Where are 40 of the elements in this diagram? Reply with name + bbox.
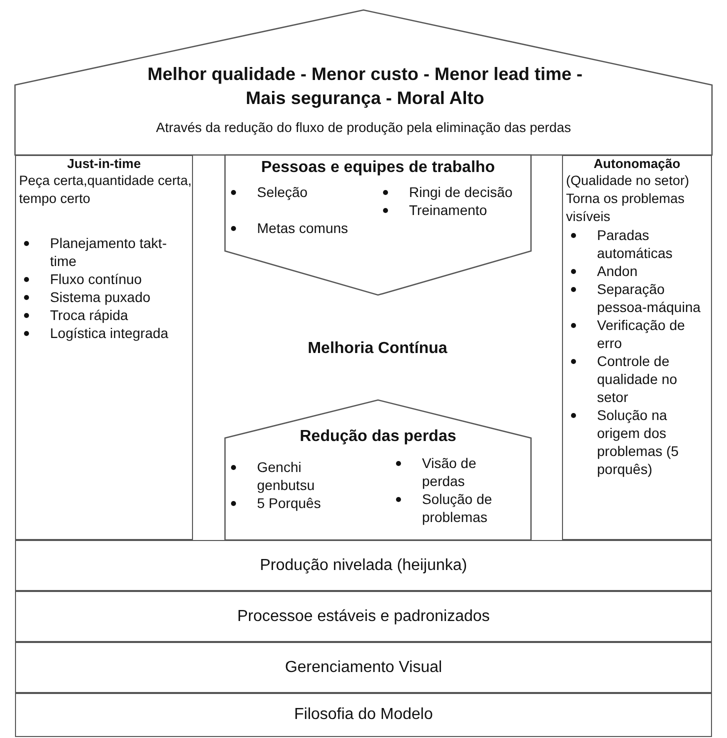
band-text: Processoe estáveis e padronizados [236, 606, 491, 626]
list-item: Troca rápida [18, 306, 192, 324]
foundation-band [15, 591, 712, 642]
pillar-description: Peça certa,quantidade certa, tempo certo [19, 172, 193, 208]
list-item: Metas comuns [225, 219, 375, 237]
list-item: Controle de qualidade no setor [565, 352, 711, 406]
list-item: Fluxo contínuo [18, 270, 192, 288]
list-item: Planejamento takt-time [18, 234, 192, 270]
pillar-panel [15, 155, 193, 540]
foundation-band [15, 540, 712, 591]
list-item: Sistema puxado [18, 288, 192, 306]
foundation-band [15, 642, 712, 693]
house-pentagon [225, 400, 531, 540]
pentagon-panel [225, 155, 531, 295]
list-item: Solução na origem dos problemas (5 porquês) [565, 406, 711, 478]
foundation-band [15, 693, 712, 737]
list-item: Verificação de erro [565, 316, 711, 352]
heading-text: Melhor qualidade - Menor custo - Menor lead time - Mais segurança - Moral Alto [146, 63, 584, 110]
list-item: Separação pessoa-máquina [565, 280, 711, 316]
list-item: Genchi genbutsu [225, 458, 345, 494]
pentagon-heading: Pessoas e equipes de trabalho [260, 159, 496, 177]
list-item: Seleção [225, 183, 375, 201]
band-text: Filosofia do Modelo [293, 705, 434, 725]
list-item: Paradas automáticas [565, 226, 711, 262]
list-item: Ringi de decisão [377, 183, 519, 201]
list-item: Treinamento [377, 201, 519, 219]
band-text: Produção nivelada (heijunka) [258, 556, 468, 576]
list-item: Solução de problemas [390, 490, 520, 526]
pillar-panel [562, 155, 712, 540]
band-text: Gerenciamento Visual [284, 658, 444, 678]
list-item: 5 Porquês [225, 494, 345, 512]
subtitle-text: Através da redução do fluxo de produção pela eliminação das perdas [154, 120, 572, 135]
pillar-heading: Just-in-time [66, 156, 142, 172]
pillar-heading: Autonomação [592, 156, 682, 172]
list-item: Logística integrada [18, 324, 192, 342]
pillar-description: (Qualidade no setor) Torna os problemas visíveis [566, 172, 690, 226]
pentagon-heading: Redução das perdas [298, 428, 458, 446]
center-heading: Melhoria Contínua [306, 340, 448, 358]
list-item: Andon [565, 262, 711, 280]
list-item: Visão de perdas [390, 454, 520, 490]
